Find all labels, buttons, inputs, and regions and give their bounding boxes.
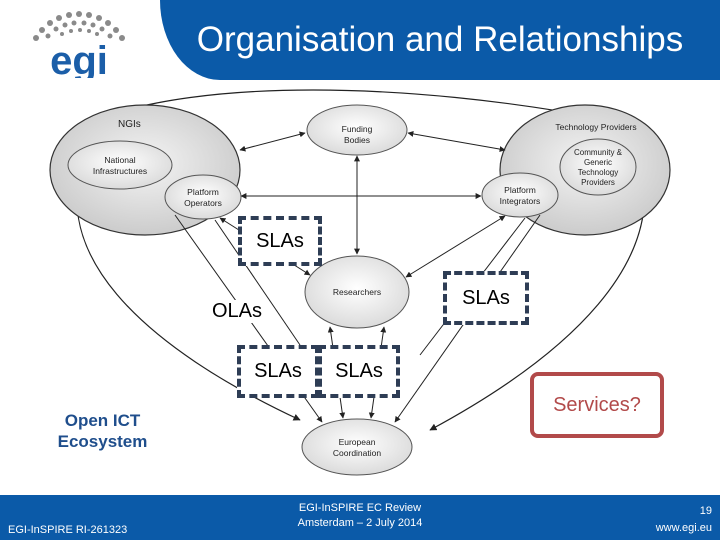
sla-box-top: SLAs xyxy=(238,216,322,266)
sla-right-label: SLAs xyxy=(462,286,510,309)
platform-operators-line2: Operators xyxy=(184,198,222,208)
platform-integrators-line1: Platform xyxy=(504,185,536,195)
platform-integrators-node xyxy=(481,172,559,218)
header-band xyxy=(160,0,720,80)
services-box: Services? xyxy=(530,372,664,438)
community-line4: Providers xyxy=(581,178,615,187)
national-infrastructures-line1: National xyxy=(104,155,135,165)
open-ict-ecosystem: Open ICT Ecosystem xyxy=(30,410,175,452)
sla-bottom-right-label: SLAs xyxy=(335,360,383,382)
egi-logo: egi xyxy=(33,11,125,78)
funding-bodies-line1: Funding xyxy=(342,124,373,134)
funding-bodies-line2: Bodies xyxy=(344,135,370,145)
national-infrastructures-node xyxy=(67,140,173,190)
footer-event-line1: EGI-InSPIRE EC Review xyxy=(298,502,422,514)
sla-bottom-left-label: SLAs xyxy=(254,360,302,382)
footer: EGI-InSPIRE RI-261323 EGI-InSPIRE EC Rev… xyxy=(0,495,720,540)
european-coordination-node xyxy=(301,418,413,476)
header: Organisation and Relationships egi xyxy=(0,0,720,80)
platform-operators-line1: Platform xyxy=(187,187,219,197)
footer-url[interactable]: www.egi.eu xyxy=(655,522,712,534)
platform-operators-node xyxy=(164,174,242,220)
sla-box-right: SLAs xyxy=(443,271,529,325)
sla-box-bottom-right: SLAs xyxy=(318,345,400,398)
researchers-label: Researchers xyxy=(333,287,381,297)
ecosystem-line2: Ecosystem xyxy=(57,432,148,451)
ecosystem-line1: Open ICT xyxy=(64,411,141,430)
community-generic-node xyxy=(559,138,637,196)
community-line3: Technology xyxy=(578,168,618,177)
funding-bodies-node xyxy=(306,104,408,156)
footer-page-number: 19 xyxy=(699,505,712,517)
services-label: Services? xyxy=(553,393,641,416)
researchers-node xyxy=(304,255,410,329)
relationship-diagram: NGIs National Infrastructures Platform O… xyxy=(49,89,671,476)
sla-box-bottom-left: SLAs xyxy=(237,345,319,398)
community-line1: Community & xyxy=(574,148,623,157)
logo-dots-icon xyxy=(33,11,125,41)
ngis-label: NGIs xyxy=(118,119,141,130)
footer-grant: EGI-InSPIRE RI-261323 xyxy=(8,524,128,536)
olas-label: OLAs xyxy=(210,300,265,323)
sla-top-label: SLAs xyxy=(256,229,304,252)
technology-providers-label: Technology Providers xyxy=(555,122,636,132)
logo-text: egi xyxy=(50,39,108,78)
footer-event-line2: Amsterdam – 2 July 2014 xyxy=(297,517,423,529)
european-coordination-line1: European xyxy=(339,437,376,447)
community-line2: Generic xyxy=(584,158,612,167)
platform-integrators-line2: Integrators xyxy=(500,196,541,206)
european-coordination-line2: Coordination xyxy=(333,448,381,458)
slide-title: Organisation and Relationships xyxy=(196,20,684,59)
national-infrastructures-line2: Infrastructures xyxy=(93,166,147,176)
